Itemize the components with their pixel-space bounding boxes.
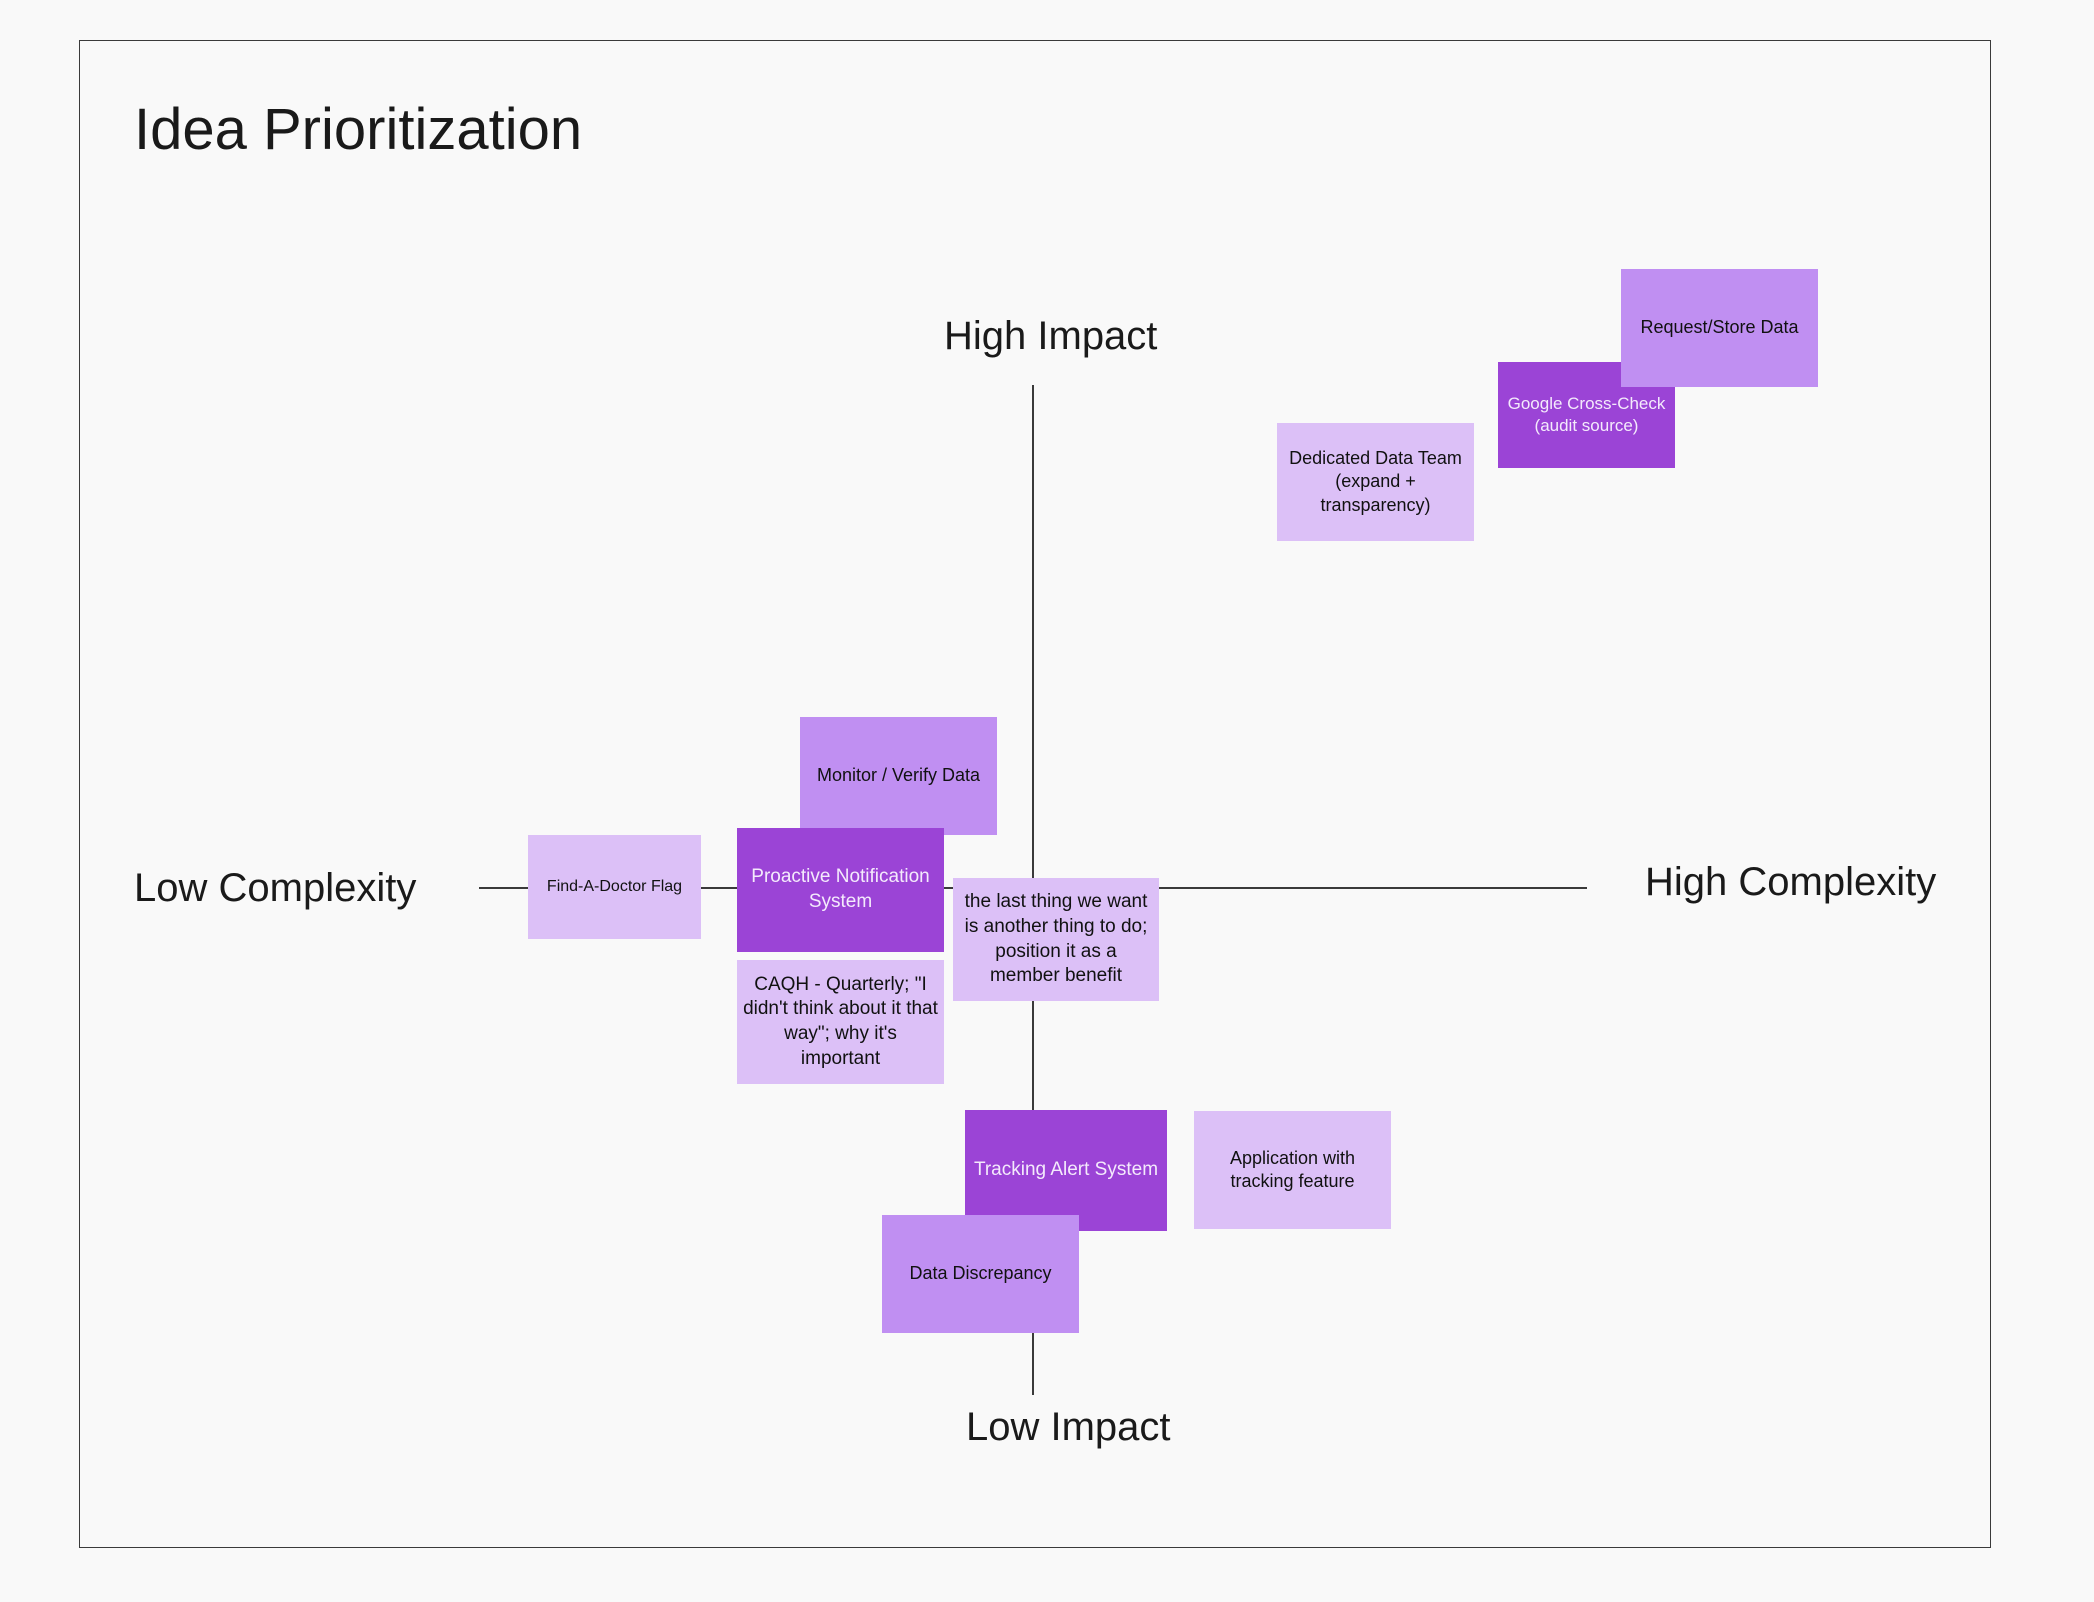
sticky-note-dedicated-data-team[interactable]: Dedicated Data Team (expand + transparen…	[1277, 423, 1474, 541]
axis-label-low-complexity: Low Complexity	[134, 866, 417, 910]
sticky-note-member-benefit[interactable]: the last thing we want is another thing …	[953, 878, 1159, 1001]
sticky-note-google-cross-check[interactable]: Google Cross-Check (audit source)	[1498, 362, 1675, 468]
sticky-note-data-discrepancy[interactable]: Data Discrepancy	[882, 1215, 1079, 1333]
axis-label-high-complexity: High Complexity	[1645, 860, 1937, 904]
sticky-note-proactive-notification-system[interactable]: Proactive Notification System	[737, 828, 944, 952]
board-title: Idea Prioritization	[134, 97, 583, 162]
axis-label-high-impact: High Impact	[944, 314, 1158, 358]
sticky-note-monitor-verify-data[interactable]: Monitor / Verify Data	[800, 717, 997, 835]
sticky-note-caqh-quarterly[interactable]: CAQH - Quarterly; "I didn't think about …	[737, 960, 944, 1084]
sticky-note-tracking-alert-system[interactable]: Tracking Alert System	[965, 1110, 1167, 1231]
sticky-note-application-tracking-feature[interactable]: Application with tracking feature	[1194, 1111, 1391, 1229]
sticky-note-find-a-doctor-flag[interactable]: Find-A-Doctor Flag	[528, 835, 701, 939]
sticky-note-request-store-data[interactable]: Request/Store Data	[1621, 269, 1818, 387]
axis-label-low-impact: Low Impact	[966, 1405, 1171, 1449]
